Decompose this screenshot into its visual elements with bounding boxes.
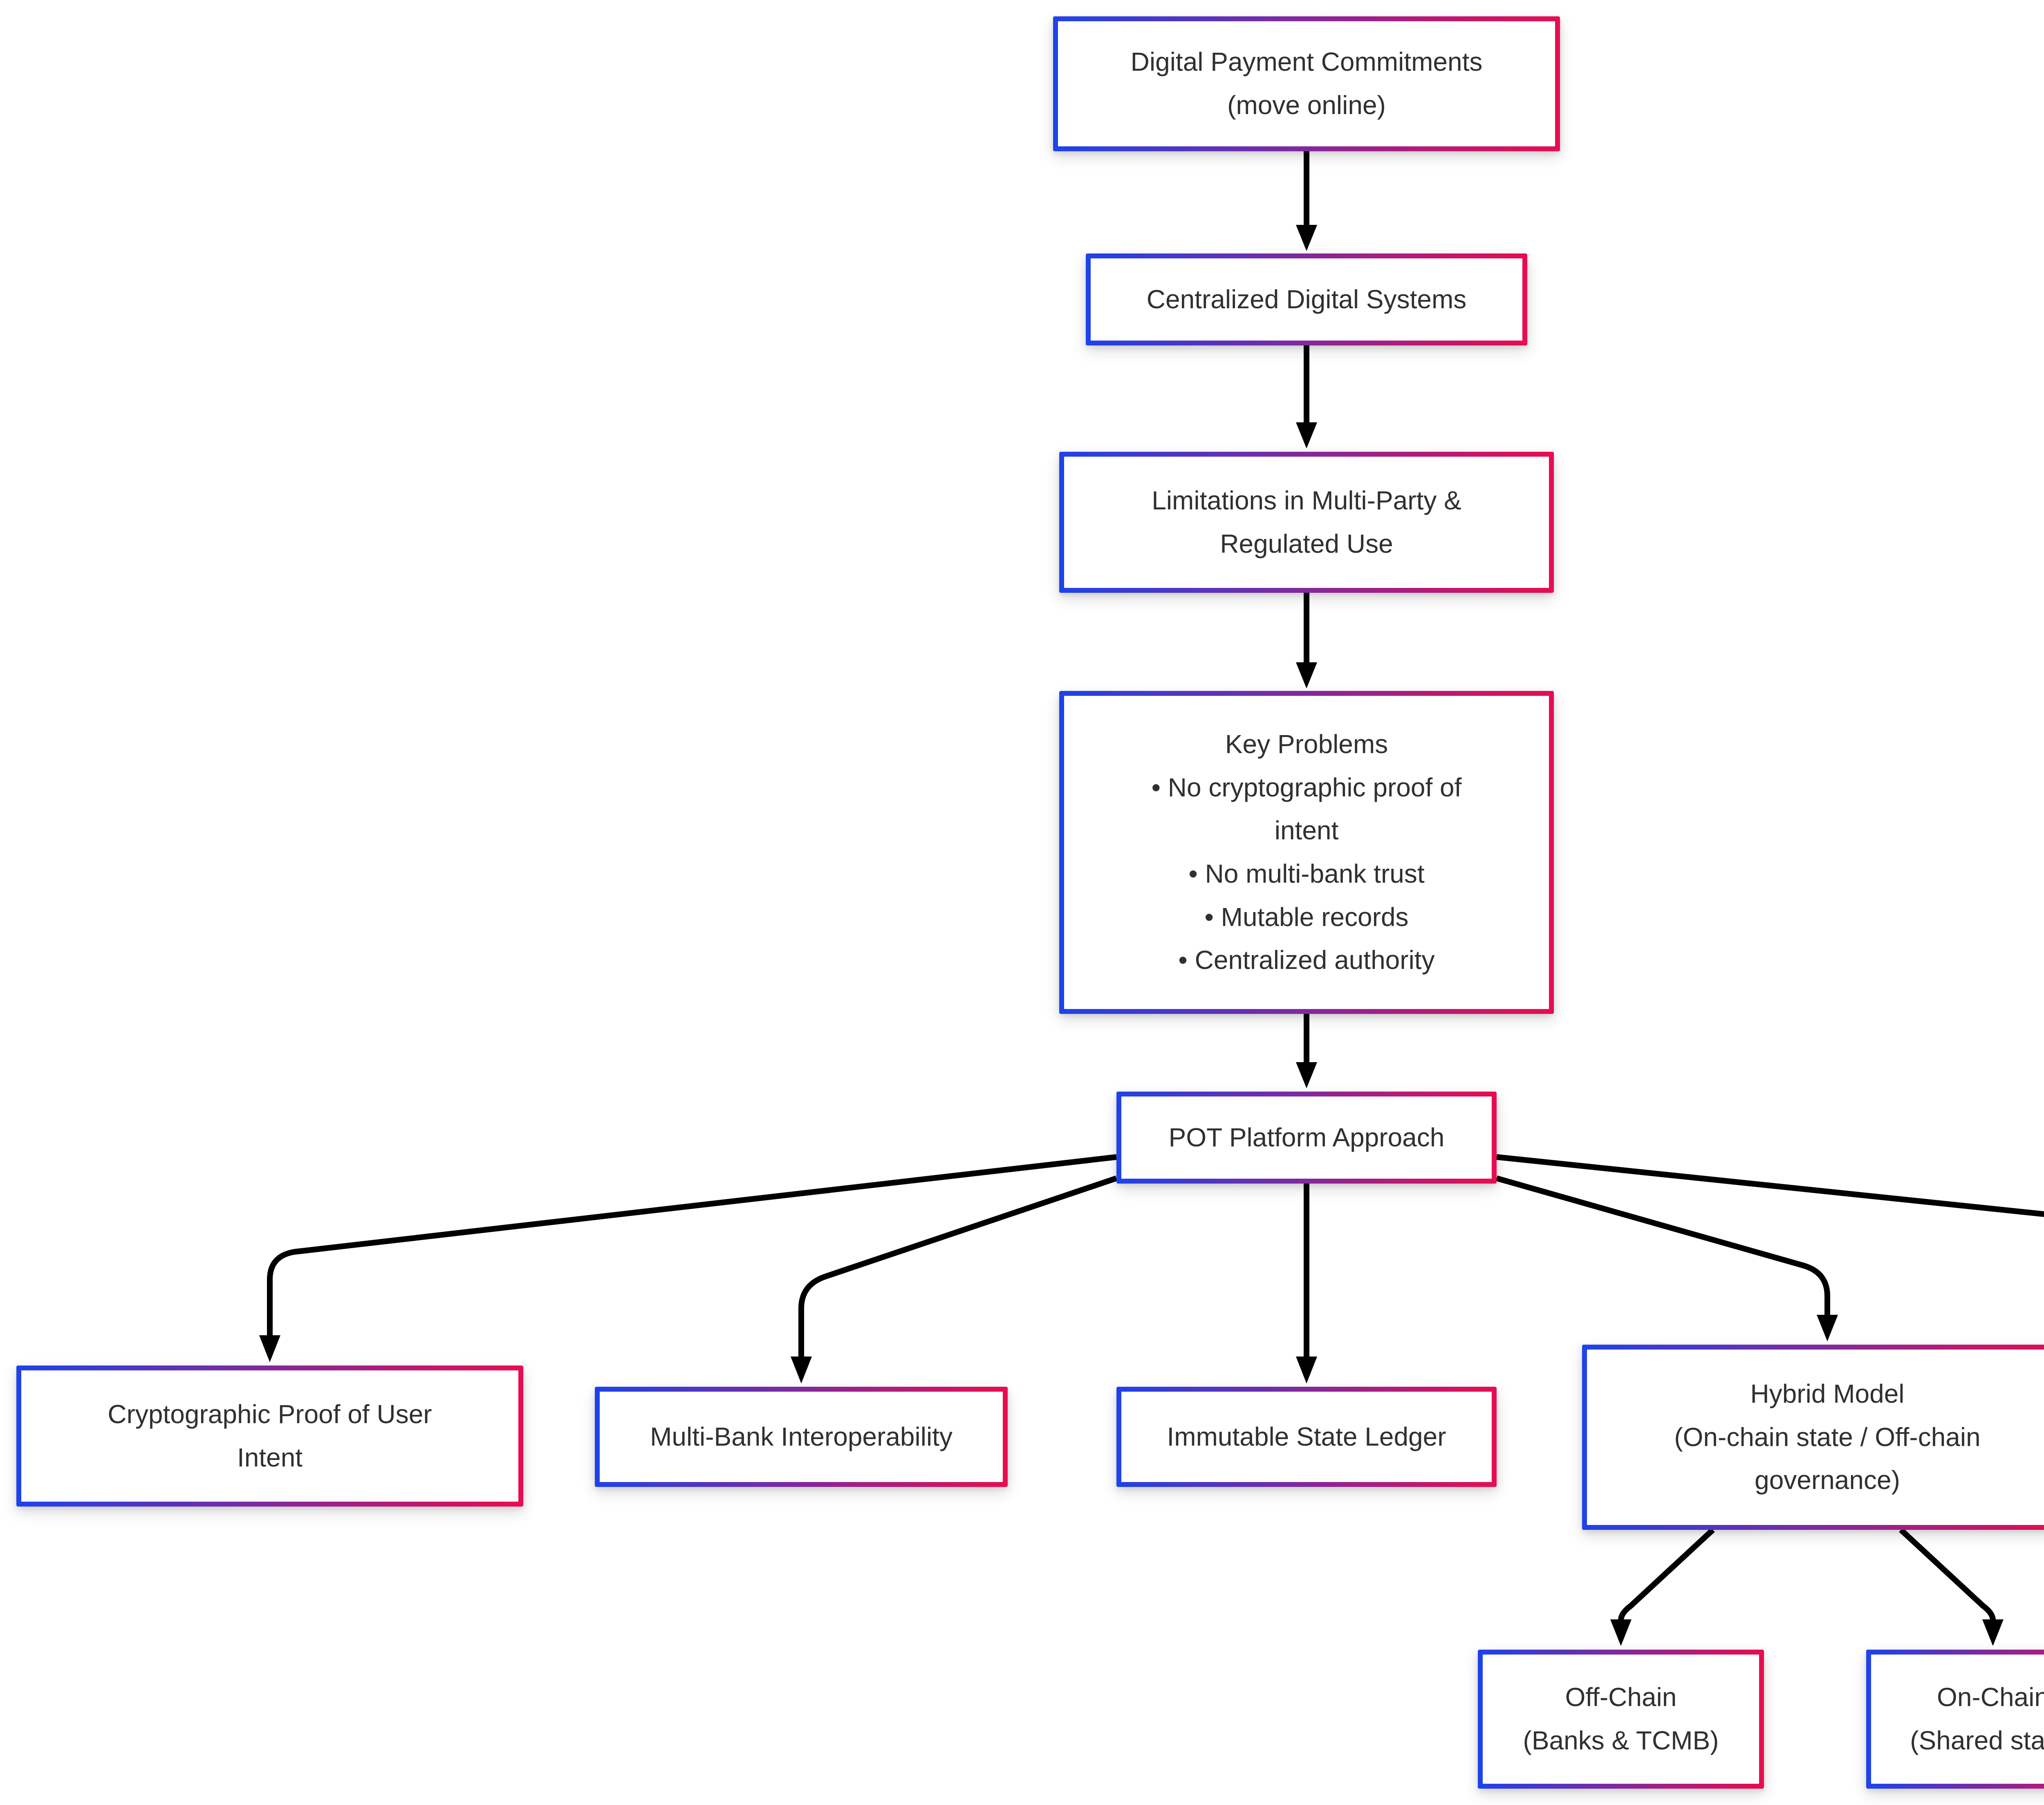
node-centralized-digital-systems-body: Centralized Digital Systems — [1091, 258, 1522, 341]
edge-hybrid-to-on-chain — [1899, 1527, 2004, 1646]
edge-digital-payment-to-centralized — [1296, 151, 1317, 251]
node-on-chain-body: On-Chain (Shared state) — [1871, 1655, 2044, 1784]
node-immutable-state-ledger-label: Immutable State Ledger — [1167, 1422, 1446, 1451]
edge-limitations-to-key-problems — [1296, 593, 1317, 688]
node-digital-payment-commitments-label: Digital Payment Commitments (move online… — [1130, 47, 1483, 120]
node-cryptographic-proof-of-user-intent-label: Cryptographic Proof of User Intent — [108, 1399, 432, 1472]
node-pot-platform-approach: POT Platform Approach — [1116, 1092, 1497, 1184]
node-hybrid-model-label: Hybrid Model (On-chain state / Off-chain… — [1674, 1379, 1981, 1495]
node-hybrid-model-body: Hybrid Model (On-chain state / Off-chain… — [1587, 1350, 2044, 1525]
node-key-problems-label: Key Problems • No cryptographic proof of… — [1151, 729, 1462, 975]
node-digital-payment-commitments: Digital Payment Commitments (move online… — [1053, 16, 1560, 151]
node-key-problems-body: Key Problems • No cryptographic proof of… — [1064, 696, 1549, 1009]
node-digital-payment-commitments-body: Digital Payment Commitments (move online… — [1058, 21, 1555, 146]
node-immutable-state-ledger-body: Immutable State Ledger — [1121, 1392, 1492, 1482]
edge-pot-to-goal — [1496, 1154, 2044, 1217]
node-off-chain: Off-Chain (Banks & TCMB) — [1478, 1650, 1764, 1789]
node-pot-platform-approach-label: POT Platform Approach — [1168, 1122, 1445, 1152]
node-centralized-digital-systems: Centralized Digital Systems — [1086, 253, 1527, 345]
edge-pot-to-immutable-ledger — [1296, 1184, 1317, 1383]
node-hybrid-model: Hybrid Model (On-chain state / Off-chain… — [1582, 1345, 2044, 1530]
node-on-chain: On-Chain (Shared state) — [1866, 1650, 2044, 1789]
edge-hybrid-to-off-chain — [1610, 1527, 1715, 1646]
node-limitations-multi-party: Limitations in Multi-Party & Regulated U… — [1059, 452, 1554, 593]
edge-pot-to-multi-bank — [791, 1175, 1118, 1383]
node-limitations-multi-party-body: Limitations in Multi-Party & Regulated U… — [1064, 457, 1549, 588]
node-off-chain-label: Off-Chain (Banks & TCMB) — [1523, 1682, 1719, 1755]
edge-centralized-to-limitations — [1296, 345, 1317, 448]
node-centralized-digital-systems-label: Centralized Digital Systems — [1146, 284, 1467, 314]
node-limitations-multi-party-label: Limitations in Multi-Party & Regulated U… — [1152, 485, 1461, 558]
node-immutable-state-ledger: Immutable State Ledger — [1116, 1387, 1497, 1487]
edge-pot-to-cryptographic-proof — [259, 1154, 1117, 1362]
node-cryptographic-proof-of-user-intent: Cryptographic Proof of User Intent — [16, 1366, 523, 1507]
node-off-chain-body: Off-Chain (Banks & TCMB) — [1483, 1655, 1759, 1784]
edge-pot-to-hybrid-model — [1496, 1175, 1838, 1341]
node-multi-bank-interoperability-body: Multi-Bank Interoperability — [600, 1392, 1003, 1482]
node-pot-platform-approach-body: POT Platform Approach — [1121, 1096, 1492, 1179]
node-multi-bank-interoperability: Multi-Bank Interoperability — [595, 1387, 1008, 1487]
edge-key-problems-to-pot — [1296, 1014, 1317, 1088]
node-cryptographic-proof-of-user-intent-body: Cryptographic Proof of User Intent — [21, 1370, 518, 1502]
node-multi-bank-interoperability-label: Multi-Bank Interoperability — [650, 1422, 953, 1451]
node-key-problems: Key Problems • No cryptographic proof of… — [1059, 691, 1554, 1014]
node-on-chain-label: On-Chain (Shared state) — [1910, 1682, 2044, 1755]
